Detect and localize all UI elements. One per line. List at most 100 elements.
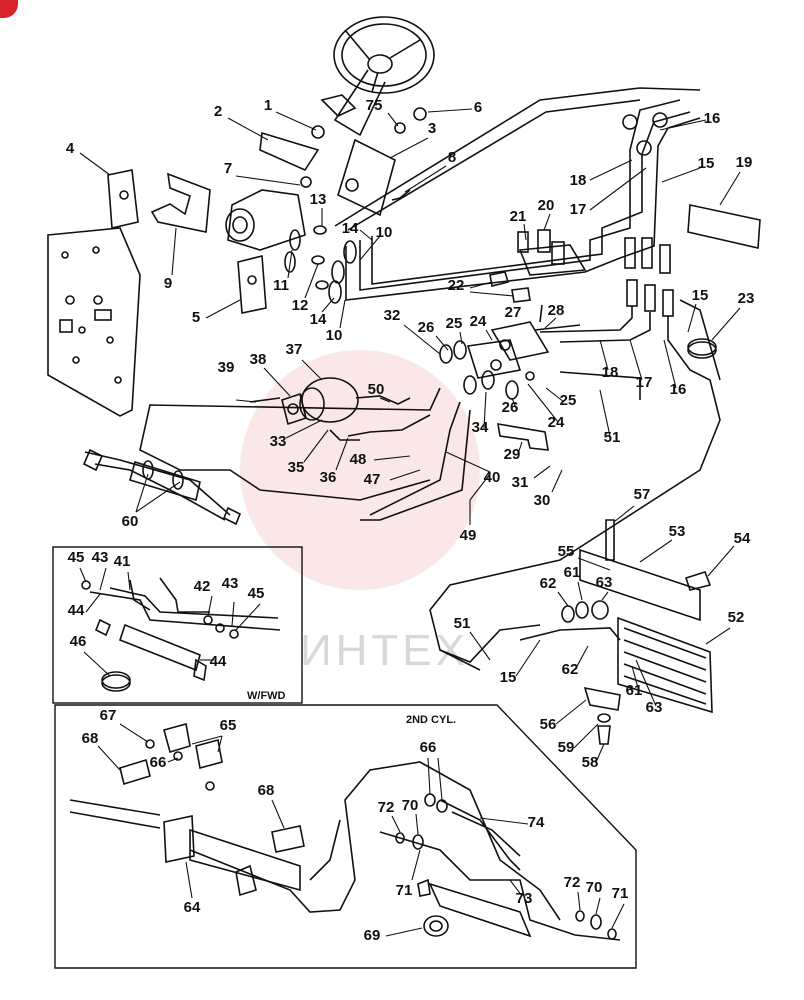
callout-17: 17 <box>636 374 653 391</box>
callout-15: 15 <box>692 287 709 304</box>
inset-fwd-frame <box>52 546 303 704</box>
callout-71: 71 <box>612 885 629 902</box>
inset-cyl2-parts <box>69 722 621 941</box>
callout-45: 45 <box>248 585 265 602</box>
callout-72: 72 <box>564 874 581 891</box>
corner-mark <box>0 0 18 18</box>
callout-56: 56 <box>540 716 557 733</box>
callout-25: 25 <box>560 392 577 409</box>
callout-18: 18 <box>570 172 587 189</box>
callout-64: 64 <box>184 899 201 916</box>
callout-68: 68 <box>258 782 275 799</box>
callout-24: 24 <box>470 313 487 330</box>
callout-51: 51 <box>604 429 621 446</box>
callout-61: 61 <box>626 682 643 699</box>
callout-14: 14 <box>342 220 359 237</box>
inset-fwd-label: W/FWD <box>247 690 286 702</box>
callout-27: 27 <box>505 304 522 321</box>
main-hoses-and-cylinder <box>82 371 641 526</box>
callout-71: 71 <box>396 882 413 899</box>
callout-49: 49 <box>460 527 477 544</box>
mounting-plate <box>47 227 141 417</box>
callout-50: 50 <box>368 381 385 398</box>
callout-32: 32 <box>384 307 401 324</box>
callout-44: 44 <box>210 653 227 670</box>
callout-43: 43 <box>92 549 109 566</box>
callout-48: 48 <box>350 451 367 468</box>
callout-66: 66 <box>150 754 167 771</box>
plate-5 <box>237 254 267 314</box>
callout-35: 35 <box>288 459 305 476</box>
callout-39: 39 <box>218 359 235 376</box>
callout-61: 61 <box>564 564 581 581</box>
callout-5: 5 <box>192 309 200 326</box>
callout-69: 69 <box>364 927 381 944</box>
callout-38: 38 <box>250 351 267 368</box>
callout-26: 26 <box>418 319 435 336</box>
callout-73: 73 <box>516 890 533 907</box>
callout-41: 41 <box>114 553 131 570</box>
pump-motor-37 <box>249 377 411 426</box>
callout-46: 46 <box>70 633 87 650</box>
bar-19 <box>687 204 761 249</box>
callout-21: 21 <box>510 208 527 225</box>
callout-36: 36 <box>320 469 337 486</box>
callout-33: 33 <box>270 433 287 450</box>
callout-51: 51 <box>454 615 471 632</box>
callout-65: 65 <box>220 717 237 734</box>
callout-8: 8 <box>448 149 456 166</box>
callout-15: 15 <box>500 669 517 686</box>
callout-18: 18 <box>602 364 619 381</box>
callout-53: 53 <box>669 523 686 540</box>
callout-4: 4 <box>66 140 75 157</box>
callout-59: 59 <box>558 739 575 756</box>
callout-20: 20 <box>538 197 555 214</box>
callout-72: 72 <box>378 799 395 816</box>
callout-68: 68 <box>82 730 99 747</box>
fittings-cluster-upper <box>284 225 357 304</box>
callout-16: 16 <box>704 110 721 127</box>
callout-10: 10 <box>376 224 393 241</box>
hose-clamp-23 <box>687 338 717 359</box>
tube-clamp-21 <box>489 229 587 303</box>
callout-34: 34 <box>472 419 489 436</box>
callout-29: 29 <box>504 446 521 463</box>
callout-23: 23 <box>738 290 755 307</box>
callout-66: 66 <box>420 739 437 756</box>
steering-valve <box>225 176 312 251</box>
callout-6: 6 <box>474 99 482 116</box>
callout-43: 43 <box>222 575 239 592</box>
callout-44: 44 <box>68 602 85 619</box>
callout-3: 3 <box>428 120 436 137</box>
callout-42: 42 <box>194 578 211 595</box>
callout-40: 40 <box>484 469 501 486</box>
callout-67: 67 <box>100 707 117 724</box>
callout-14: 14 <box>310 311 327 328</box>
callout-2: 2 <box>214 103 222 120</box>
steering-wheel <box>333 16 435 137</box>
callout-7: 7 <box>224 160 232 177</box>
callout-52: 52 <box>728 609 745 626</box>
leader-lines <box>79 108 741 937</box>
callout-54: 54 <box>734 530 751 547</box>
hydraulic-tubes-upper <box>334 87 721 671</box>
bracket-9 <box>150 172 211 233</box>
callout-12: 12 <box>292 297 309 314</box>
callout-31: 31 <box>512 474 529 491</box>
inset-cyl2-frame <box>54 704 637 969</box>
callout-63: 63 <box>596 574 613 591</box>
callout-62: 62 <box>540 575 557 592</box>
callout-1: 1 <box>264 97 272 114</box>
watermark-text: ИНТЕХ <box>300 626 469 675</box>
callout-15: 15 <box>698 155 715 172</box>
callout-25: 25 <box>446 315 463 332</box>
callout-24: 24 <box>548 414 565 431</box>
callout-57: 57 <box>634 486 651 503</box>
callout-11: 11 <box>273 277 289 294</box>
callout-70: 70 <box>402 797 419 814</box>
callout-13: 13 <box>310 191 327 208</box>
callout-30: 30 <box>534 492 551 509</box>
callout-16: 16 <box>670 381 687 398</box>
callout-28: 28 <box>548 302 565 319</box>
